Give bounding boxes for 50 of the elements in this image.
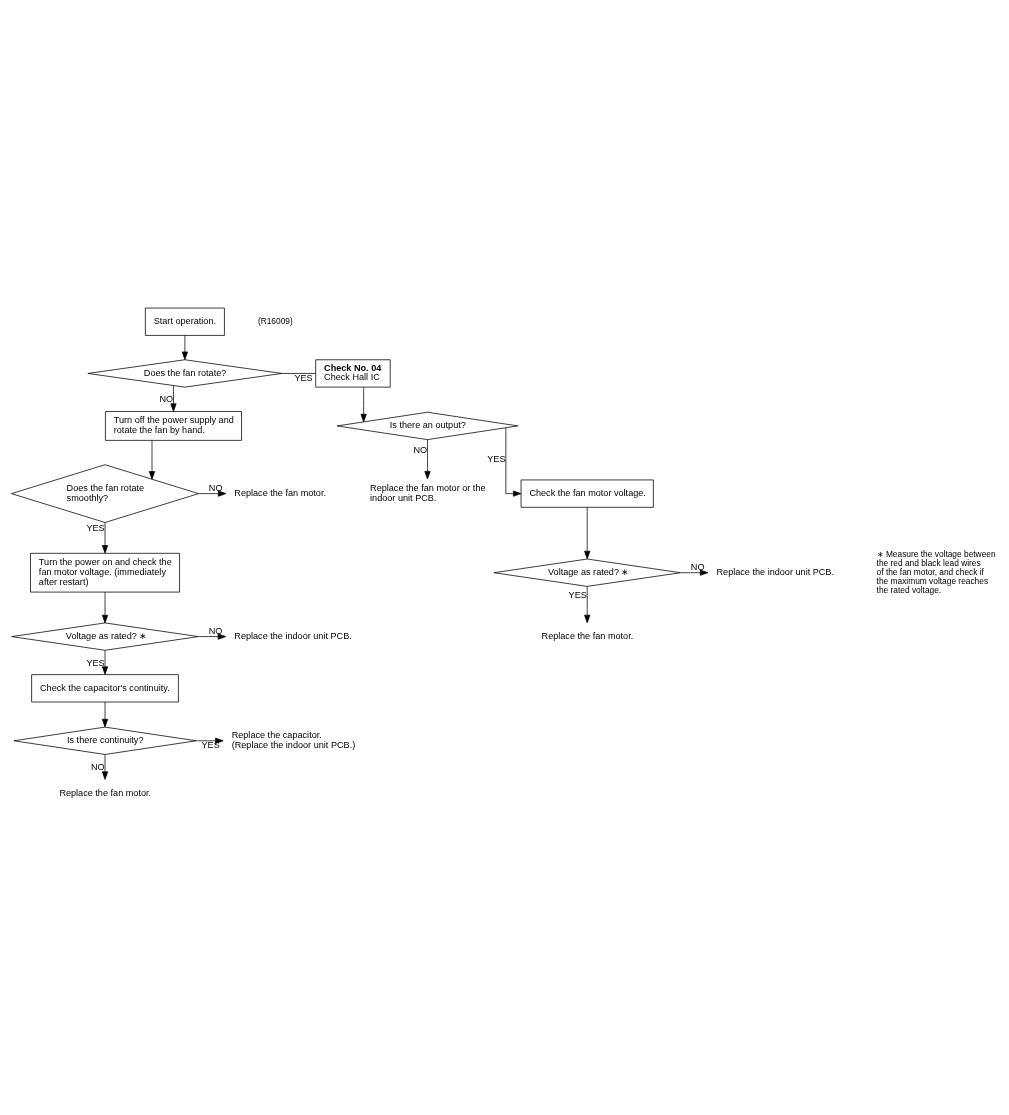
node-box: Check the fan motor voltage. <box>520 479 654 508</box>
arrow <box>680 569 709 576</box>
node-text: Replace the indoor unit PCB. <box>234 630 352 641</box>
node-text: Replace the indoor unit PCB. <box>716 567 834 578</box>
connector <box>281 373 317 374</box>
arrow <box>584 507 591 560</box>
edge-label: NO <box>208 626 223 637</box>
arrow <box>198 633 227 640</box>
arrow <box>102 522 109 554</box>
node-text: Replace the capacitor. (Replace the indoor unit PCB.) <box>231 730 356 751</box>
arrow <box>198 490 227 497</box>
edge-label: NO <box>208 483 223 494</box>
arrow <box>195 737 224 744</box>
node-text: Replace the fan motor or the indoor unit PCB. <box>370 483 486 503</box>
edge-label: NO <box>159 394 174 405</box>
node-text: Replace the fan motor. <box>59 787 152 798</box>
node-box: Check No. 04 Check Hall IC <box>315 359 391 388</box>
arrow <box>102 650 109 675</box>
arrow <box>102 701 109 728</box>
node-box: Start operation. <box>144 307 225 336</box>
arrow <box>102 754 109 780</box>
node-diamond: Does the fan rotate? <box>87 359 283 388</box>
edge-label: NO <box>90 762 105 773</box>
arrow <box>505 427 522 497</box>
label: (R16009) <box>257 315 293 326</box>
node-diamond: Voltage as rated? ∗ <box>493 558 681 587</box>
node-text: Replace the fan motor. <box>541 630 634 641</box>
edge-label: YES <box>201 740 220 751</box>
arrow <box>584 586 591 624</box>
node-diamond: Voltage as rated? ∗ <box>11 622 199 651</box>
arrow <box>181 335 188 360</box>
arrow <box>170 385 177 412</box>
edge-label: NO <box>413 444 428 455</box>
label: ∗ Measure the voltage between the red and black lead wires of the fan motor, and check if the maximum voltage reaches the rated voltage. <box>876 548 996 596</box>
arrow <box>360 386 367 423</box>
arrow <box>102 591 109 624</box>
node-box: Check the capacitor's continuity. <box>31 674 179 703</box>
edge-label: YES <box>294 372 313 383</box>
edge-label: NO <box>690 562 705 573</box>
edge-label: YES <box>568 590 587 601</box>
node-diamond: Is there continuity? <box>13 726 197 755</box>
node-box: Turn the power on and check the fan motor voltage. (immediately after restart) <box>30 552 180 593</box>
edge-label: YES <box>86 523 105 534</box>
node-text: Replace the fan motor. <box>234 487 326 498</box>
node-diamond: Does the fan rotate smoothly? <box>11 464 199 523</box>
edge-label: YES <box>487 453 506 464</box>
arrow <box>148 440 156 480</box>
edge-label: YES <box>86 657 105 668</box>
node-box: Turn off the power supply and rotate the fan by hand. <box>105 411 242 441</box>
arrow <box>424 439 431 480</box>
